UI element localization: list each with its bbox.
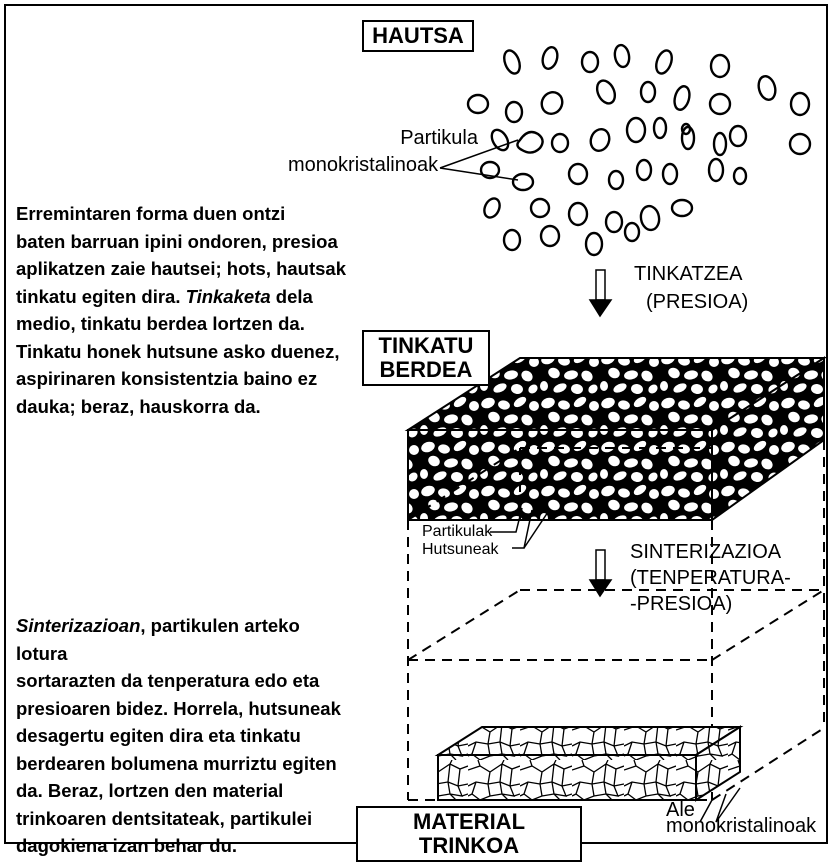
material-trinkoa-label: MATERIAL TRINKOA bbox=[356, 806, 582, 862]
para2-line: presioaren bidez. Horrela, hutsuneak bbox=[16, 695, 356, 723]
powder-particles bbox=[468, 44, 810, 255]
partikulak-label: Partikulak bbox=[422, 522, 492, 542]
para2-line: desagertu egiten dira eta tinkatu bbox=[16, 722, 356, 750]
para2-line: sortarazten da tenperatura edo eta bbox=[16, 667, 356, 695]
para1-line: aspirinaren konsistentzia baino ez bbox=[16, 365, 356, 393]
para1-line: aplikatzen zaie hautsei; hots, hautsak bbox=[16, 255, 356, 283]
partikula-label: Partikula bbox=[370, 126, 478, 150]
paragraph-compaction: Erremintaren forma duen ontzi baten barr… bbox=[16, 200, 356, 420]
tinkatzea-arrow bbox=[590, 270, 611, 316]
para2-line: dagokiena izan behar du. bbox=[16, 832, 356, 860]
para1-line: tinkatu egiten dira. Tinkaketa dela bbox=[16, 283, 356, 311]
ale-monokristalinoak-label: monokristalinoak bbox=[666, 816, 816, 836]
tinkatu-berdea-label: TINKATU BERDEA bbox=[362, 330, 490, 386]
para2-line: da. Beraz, lortzen den material bbox=[16, 777, 356, 805]
sinterizazioa-label: SINTERIZAZIOA bbox=[630, 540, 781, 564]
material-trinkoa-text: MATERIAL TRINKOA bbox=[413, 809, 525, 858]
tenperatura-label: (TENPERATURA- bbox=[630, 566, 791, 590]
hutsuneak-label: Hutsuneak bbox=[422, 540, 499, 560]
para1-line: Tinkatu honek hutsune asko duenez, bbox=[16, 338, 356, 366]
para1-line: medio, tinkatu berdea lortzen da. bbox=[16, 310, 356, 338]
para1-line: dauka; beraz, hauskorra da. bbox=[16, 393, 356, 421]
para2-line: trinkoaren dentsitateak, partikulei bbox=[16, 805, 356, 833]
para1-line: Erremintaren forma duen ontzi bbox=[16, 200, 356, 228]
hautsa-text: HAUTSA bbox=[372, 23, 464, 48]
sintered-block bbox=[438, 727, 740, 800]
para2-line: Sinterizazioan, partikulen arteko lotura bbox=[16, 612, 356, 667]
paragraph-sintering: Sinterizazioan, partikulen arteko lotura… bbox=[16, 612, 356, 860]
tinkatzea-label: TINKATZEA bbox=[634, 262, 743, 286]
monokristalinoak-label: monokristalinoak bbox=[288, 153, 438, 177]
presioa-label: (PRESIOA) bbox=[646, 290, 748, 314]
berdea-text: BERDEA bbox=[370, 358, 482, 382]
para2-line: berdearen bolumena murriztu egiten bbox=[16, 750, 356, 778]
hautsa-label: HAUTSA bbox=[362, 20, 474, 52]
presioa2-label: -PRESIOA) bbox=[630, 592, 732, 616]
para1-line: baten barruan ipini ondoren, presioa bbox=[16, 228, 356, 256]
tinkatu-text: TINKATU bbox=[370, 334, 482, 358]
